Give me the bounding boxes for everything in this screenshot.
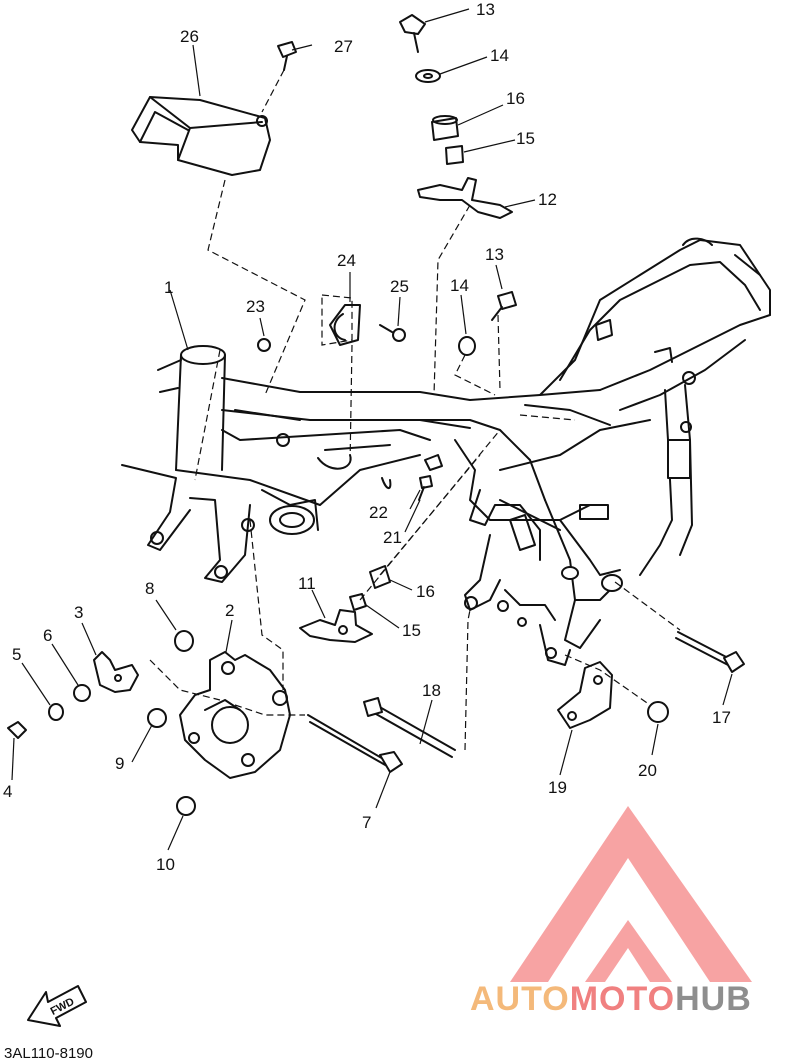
callout-23: 23 <box>246 297 265 316</box>
forward-direction-arrow: FWD <box>27 985 87 1027</box>
callout-8: 8 <box>145 579 154 598</box>
callout-labels: 26 27 13 14 16 15 12 24 13 25 14 1 23 22… <box>3 0 731 874</box>
callout-15-low: 15 <box>402 621 421 640</box>
callout-12: 12 <box>538 190 557 209</box>
callout-13-mid: 13 <box>485 245 504 264</box>
leader-lines <box>11 8 733 851</box>
watermark-brand-text: AUTOMOTOHUB <box>470 980 752 1018</box>
callout-11: 11 <box>298 574 316 593</box>
callout-5: 5 <box>12 645 21 664</box>
callout-3: 3 <box>74 603 83 622</box>
brand-hub: HUB <box>675 980 752 1018</box>
callout-14-mid: 14 <box>450 276 469 295</box>
callout-27: 27 <box>334 37 353 56</box>
long-bolts <box>307 631 745 773</box>
callout-16-top: 16 <box>506 89 525 108</box>
brand-moto: MOTO <box>570 980 675 1018</box>
callout-1: 1 <box>164 278 173 297</box>
callout-21: 21 <box>383 528 402 547</box>
watermark-logo <box>510 806 752 982</box>
hardware-21-22 <box>418 454 443 501</box>
callout-17: 17 <box>712 708 731 727</box>
callout-9: 9 <box>115 754 124 773</box>
callout-10: 10 <box>156 855 175 874</box>
callout-26: 26 <box>180 27 199 46</box>
callout-4: 4 <box>3 782 12 801</box>
callout-15-top: 15 <box>516 129 535 148</box>
svg-text:AUTOMOTOHUB: AUTOMOTOHUB <box>470 980 752 1018</box>
callout-16-low: 16 <box>416 582 435 601</box>
hardware-mid <box>257 291 517 356</box>
callout-25: 25 <box>390 277 409 296</box>
callout-24: 24 <box>337 251 356 270</box>
main-frame <box>121 237 771 666</box>
seat-cowl-cover <box>131 96 271 176</box>
callout-14-top: 14 <box>490 46 509 65</box>
callout-20: 20 <box>638 761 657 780</box>
callout-7: 7 <box>362 813 371 832</box>
callout-6: 6 <box>43 626 52 645</box>
bolt-27 <box>277 41 297 71</box>
brand-auto: AUTO <box>470 980 570 1018</box>
engine-bracket-group <box>7 630 291 816</box>
callout-18: 18 <box>422 681 441 700</box>
callout-13-top: 13 <box>476 0 495 19</box>
hardware-stack-upper <box>399 14 513 219</box>
callout-22: 22 <box>369 503 388 522</box>
callout-19: 19 <box>548 778 567 797</box>
diagram-code: 3AL110-8190 <box>4 1045 93 1062</box>
callout-2: 2 <box>225 601 234 620</box>
